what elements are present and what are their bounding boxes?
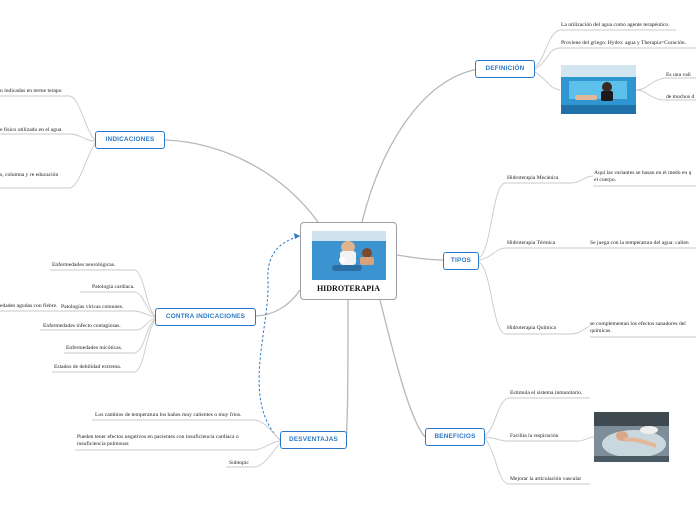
indicaciones-item[interactable]: s, columna y re educación bbox=[0, 172, 58, 179]
definicion-image-note[interactable]: Es una vali bbox=[666, 72, 691, 79]
relation-dashed-arrow bbox=[259, 236, 300, 440]
contra-item[interactable]: Patología cardíaca. bbox=[92, 284, 135, 291]
connector-tipos bbox=[397, 255, 443, 260]
connector-beneficios bbox=[380, 300, 425, 437]
definicion-photo bbox=[561, 65, 636, 114]
tipos-desc[interactable]: el cuerpo. bbox=[594, 177, 616, 184]
topic-contra-indicaciones[interactable]: CONTRA INDICACIONES bbox=[155, 308, 256, 326]
definicion-image-note[interactable]: de muchos d bbox=[666, 94, 694, 101]
central-topic-photo bbox=[312, 231, 386, 280]
central-topic[interactable]: HIDROTERAPIA bbox=[300, 222, 397, 300]
definicion-item[interactable]: Proviene del griego: Hydro: agua y Thera… bbox=[561, 40, 686, 47]
contra-item[interactable]: Enfermedades infecto contagiosas. bbox=[43, 323, 121, 330]
tipos-item[interactable]: Hidroterapia Química bbox=[507, 325, 556, 332]
connector-indicaciones bbox=[165, 140, 318, 222]
contra-item[interactable]: Patologías víricas comunes. bbox=[61, 304, 123, 311]
therapy-pool-image-icon bbox=[312, 231, 386, 280]
beneficios-item[interactable]: Estimula el sistema inmunitario. bbox=[510, 390, 582, 397]
pool-photo-icon bbox=[561, 65, 636, 114]
contra-item[interactable]: Enfermedades neurológicas. bbox=[52, 262, 115, 269]
tipos-desc[interactable]: Se juega con la temperatura del agua: ca… bbox=[590, 240, 689, 247]
topic-indicaciones[interactable]: INDICACIONES bbox=[95, 131, 165, 149]
definicion-item[interactable]: La utilización del agua como agente tera… bbox=[561, 22, 670, 29]
topic-tipos[interactable]: TIPOS bbox=[443, 252, 479, 270]
topic-desventajas[interactable]: DESVENTAJAS bbox=[280, 431, 347, 449]
tipos-item[interactable]: Hidroterapia Mecánica bbox=[507, 175, 558, 182]
tipos-item[interactable]: Hidroterapia Térmica bbox=[507, 240, 555, 247]
central-topic-title: HIDROTERAPIA bbox=[301, 284, 396, 293]
topic-beneficios[interactable]: BENEFICIOS bbox=[425, 428, 485, 446]
desventajas-item[interactable]: Pueden tener efectos negativos en pacien… bbox=[77, 434, 239, 441]
beneficios-photo bbox=[594, 412, 669, 462]
tipos-desc[interactable]: químicas. bbox=[590, 328, 612, 335]
beneficios-item[interactable]: Mejorar la articulación vascular bbox=[510, 476, 581, 483]
desventajas-item[interactable]: Los cambios de temperatura los baños muy… bbox=[95, 412, 242, 419]
connector-contra bbox=[256, 290, 300, 316]
connector-desventajas bbox=[346, 300, 348, 440]
contra-side-item[interactable]: edades agudas con fiebre. bbox=[0, 303, 57, 310]
contra-item[interactable]: Estados de debilidad extrema. bbox=[54, 364, 121, 371]
beneficios-item[interactable]: Facilita la respiración bbox=[510, 433, 558, 440]
indicaciones-item[interactable]: n indicadas en terme terapu bbox=[0, 88, 62, 95]
contra-item[interactable]: Enfermedades micóticas. bbox=[66, 345, 122, 352]
indicaciones-item[interactable]: e físico utilizado en el agua bbox=[0, 127, 61, 134]
tipos-desc[interactable]: se complementan los efectos sanadores de… bbox=[590, 321, 686, 328]
desventajas-item[interactable]: insuficiencia pulmonar. bbox=[77, 441, 130, 448]
tipos-desc[interactable]: Aquí las variantes se basan en el medo e… bbox=[594, 170, 691, 177]
topic-definicion[interactable]: DEFINICIÓN bbox=[475, 60, 535, 78]
desventajas-subtopic[interactable]: Subtopic bbox=[229, 460, 249, 467]
relaxing-bath-photo-icon bbox=[594, 412, 669, 462]
connector-definicion bbox=[362, 69, 478, 222]
